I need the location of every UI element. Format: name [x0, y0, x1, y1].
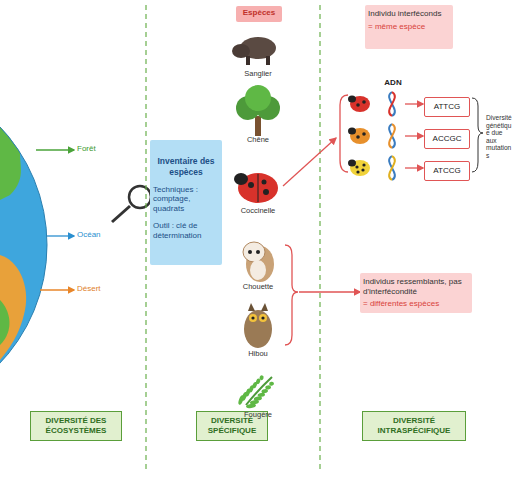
box-heading: ATCCG	[428, 166, 466, 176]
box-heading: Espèces	[239, 8, 279, 18]
species-label: Sanglier	[228, 70, 288, 79]
box-heading: ATTCG	[428, 102, 466, 112]
species-label: Chouette	[228, 283, 288, 292]
species-label: Fougère	[228, 411, 288, 420]
info-box: Espèces	[236, 6, 282, 22]
species-label: Chêne	[228, 136, 288, 145]
sequence-box: ACCGC	[424, 129, 470, 149]
ecosystem-label: Océan	[77, 230, 117, 239]
box-heading: DIVERSITÉ DES ÉCOSYSTÈMES	[34, 416, 118, 435]
species-label: Coccinelle	[228, 207, 288, 216]
info-box: Individus ressemblants, pas d'interfécon…	[360, 273, 472, 313]
category-box: DIVERSITÉ INTRASPÉCIFIQUE	[362, 411, 466, 441]
box-text: Outil : clé de détermination	[153, 221, 219, 240]
box-heading: DIVERSITÉ SPÉCIFIQUE	[200, 416, 264, 435]
info-box: Individu interféconds = même espèce	[365, 5, 453, 49]
note-label: Diversité génétique due aux mutations	[486, 114, 512, 159]
ecosystem-label: Forêt	[77, 144, 117, 153]
ecosystem-label: Désert	[77, 284, 117, 293]
species-label: Hibou	[228, 350, 288, 359]
note-label: ADN	[378, 78, 408, 87]
box-heading: Individu interféconds	[368, 9, 450, 19]
box-heading: Individus ressemblants, pas d'interfécon…	[363, 277, 469, 296]
sequence-box: ATTCG	[424, 97, 470, 117]
box-text: = même espèce	[368, 22, 450, 32]
sequence-box: ATCCG	[424, 161, 470, 181]
box-heading: DIVERSITÉ INTRASPÉCIFIQUE	[366, 416, 462, 435]
box-heading: ACCGC	[428, 134, 466, 144]
box-text: = différentes espèces	[363, 299, 469, 309]
box-heading: Inventaire des espèces	[153, 156, 219, 176]
box-text: Techniques : comptage, quadrats	[153, 185, 219, 214]
category-box: DIVERSITÉ DES ÉCOSYSTÈMES	[30, 411, 122, 441]
info-box: Inventaire des espècesTechniques : compt…	[150, 140, 222, 265]
